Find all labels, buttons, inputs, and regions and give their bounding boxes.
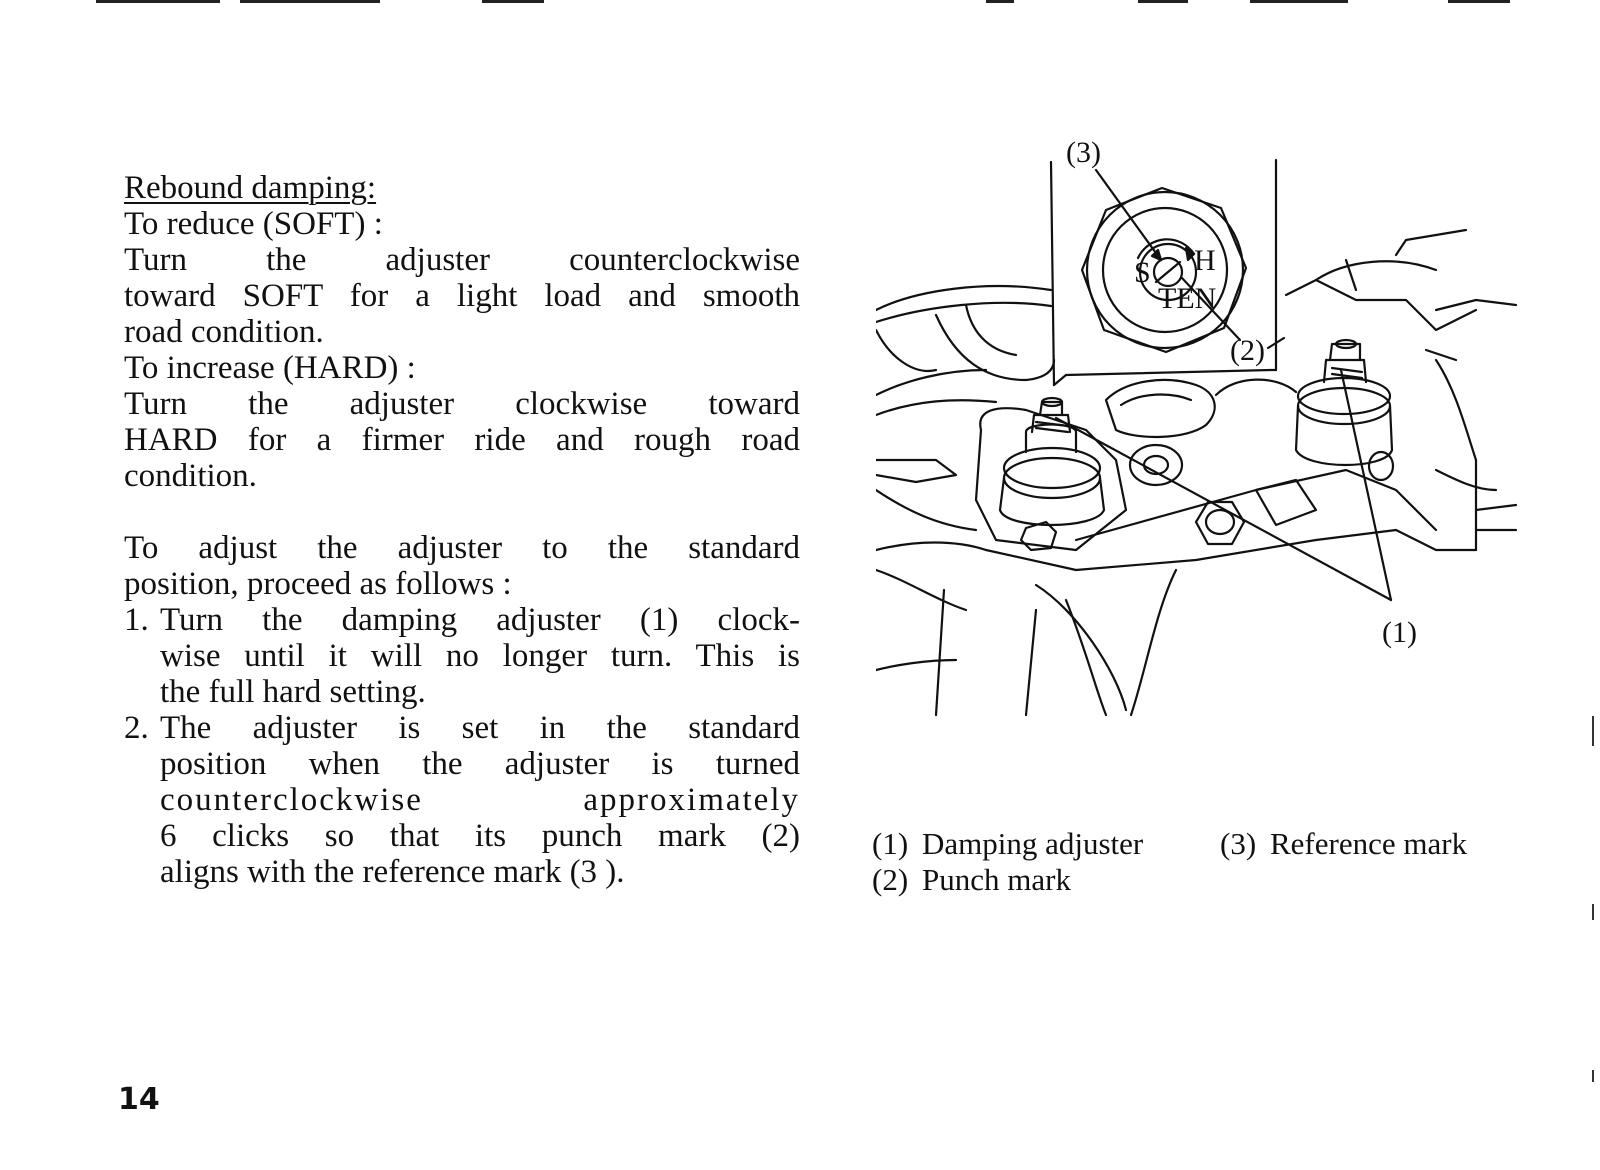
caption-label: Punch mark xyxy=(922,862,1071,897)
callout-2: (2) xyxy=(1230,334,1265,367)
standard-line: To adjust the adjuster to the standard xyxy=(124,530,800,566)
increase-label: To increase (HARD) : xyxy=(124,350,416,386)
step-line: counterclockwise approximately xyxy=(160,782,800,818)
step-line: aligns with the reference mark (3 ). xyxy=(160,854,625,890)
callout-1: (1) xyxy=(1382,616,1417,649)
instructions-column: Rebound damping: To reduce (SOFT) : Turn… xyxy=(124,170,800,890)
top-rule xyxy=(1448,0,1510,3)
caption-item-2: (2) Punch mark xyxy=(872,862,1071,898)
reduce-line: toward SOFT for a light load and smooth xyxy=(124,278,800,314)
caption-item-1: (1) Damping adjuster xyxy=(872,826,1143,862)
standard-line: position, proceed as follows : xyxy=(124,566,512,602)
caption-number: (2) xyxy=(872,862,909,897)
damping-adjuster-figure: S H TEN xyxy=(874,130,1536,740)
leader-lines xyxy=(1054,168,1393,602)
caption-label: Damping adjuster xyxy=(922,826,1144,861)
top-rule xyxy=(1250,0,1348,3)
reduce-line: road condition. xyxy=(124,314,324,350)
inset-dial: S H TEN xyxy=(1080,186,1248,354)
dial-soft-letter: S xyxy=(1134,256,1151,289)
step-line: the full hard setting. xyxy=(160,674,426,710)
fork-assembly xyxy=(874,228,1518,717)
edge-mark xyxy=(1592,904,1594,920)
caption-label: Reference mark xyxy=(1270,826,1468,861)
top-rule xyxy=(1138,0,1188,3)
top-rule xyxy=(240,0,380,3)
step-line: position when the adjuster is turned xyxy=(160,746,800,782)
step-1: 1. Turn the damping adjuster (1) clock- … xyxy=(124,602,800,710)
section-heading: Rebound damping: xyxy=(124,170,377,206)
top-rule xyxy=(482,0,544,3)
reduce-label: To reduce (SOFT) : xyxy=(124,206,383,242)
callout-3: (3) xyxy=(1066,136,1101,169)
step-line: 6 clicks so that its punch mark (2) xyxy=(160,818,800,854)
step-line: The adjuster is set in the standard xyxy=(160,710,800,746)
caption-number: (1) xyxy=(872,826,909,861)
edge-mark xyxy=(1592,716,1594,746)
page-number: 14 xyxy=(118,1082,160,1117)
top-rule xyxy=(986,0,1014,3)
right-damping-adjuster xyxy=(1294,338,1395,482)
dial-hard-letter: H xyxy=(1194,244,1216,277)
adjuster-illustration: S H TEN xyxy=(874,136,1518,717)
step-line: wise until it will no longer turn. This … xyxy=(160,638,800,674)
caption-row: (1) Damping adjuster (3) Reference mark xyxy=(872,826,1532,862)
inset-frame xyxy=(1049,158,1278,387)
caption-row: (2) Punch mark xyxy=(872,862,1532,898)
step-number: 1. xyxy=(124,602,149,638)
figure-caption: (1) Damping adjuster (3) Reference mark (2… xyxy=(872,826,1532,898)
top-rule xyxy=(96,0,220,3)
increase-line: Turn the adjuster clockwise toward xyxy=(124,386,800,422)
dial-ten-letters: TEN xyxy=(1158,282,1216,315)
caption-number: (3) xyxy=(1220,826,1257,861)
step-2: 2. The adjuster is set in the standard p… xyxy=(124,710,800,890)
left-damping-adjuster xyxy=(998,396,1246,552)
step-number: 2. xyxy=(124,710,149,746)
step-line: Turn the damping adjuster (1) clock- xyxy=(160,602,800,638)
caption-item-3: (3) Reference mark xyxy=(1220,826,1467,862)
edge-mark xyxy=(1592,1070,1594,1082)
paragraph-gap xyxy=(124,494,800,530)
increase-line: condition. xyxy=(124,458,257,494)
increase-line: HARD for a firmer ride and rough road xyxy=(124,422,800,458)
reduce-line: Turn the adjuster counterclockwise xyxy=(124,242,800,278)
